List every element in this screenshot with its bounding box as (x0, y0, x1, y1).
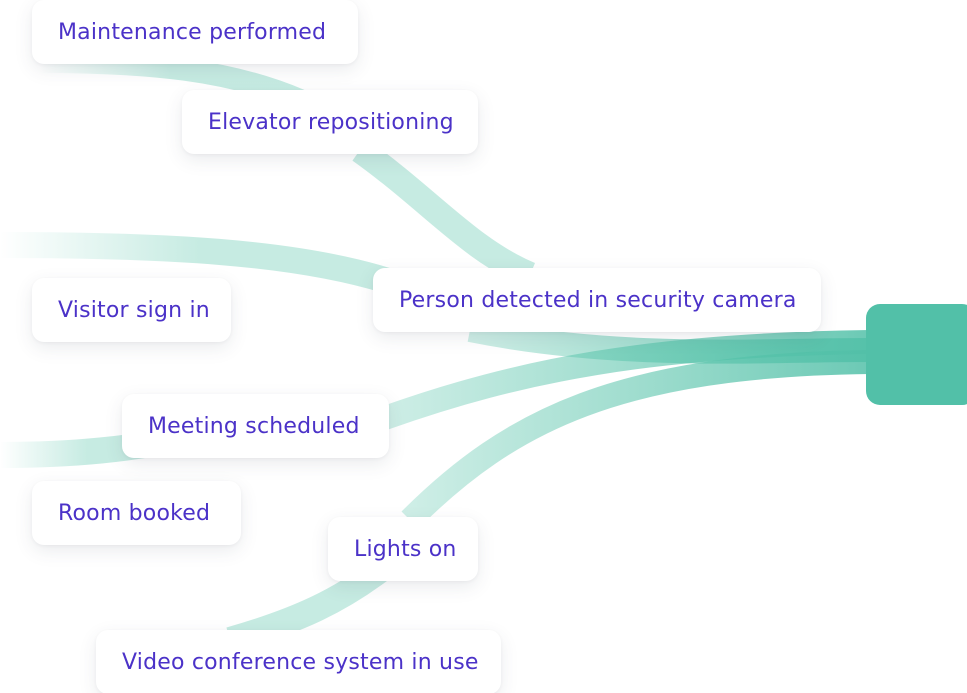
node-video-conference: Video conference system in use (96, 630, 501, 693)
node-meeting-scheduled: Meeting scheduled (122, 394, 389, 458)
node-label: Video conference system in use (122, 649, 479, 675)
node-visitor-sign-in: Visitor sign in (32, 278, 231, 342)
flow-left-person (0, 232, 405, 298)
node-label: Lights on (354, 536, 457, 562)
node-lights-on: Lights on (328, 517, 478, 581)
node-label: Visitor sign in (58, 297, 210, 323)
flow-lights-hub (401, 350, 871, 529)
node-label: Maintenance performed (58, 19, 327, 45)
node-maintenance-performed: Maintenance performed (32, 0, 358, 64)
node-room-booked: Room booked (32, 481, 241, 545)
node-label: Meeting scheduled (148, 413, 360, 439)
node-label: Person detected in security camera (399, 287, 797, 313)
node-label: Elevator repositioning (208, 109, 454, 135)
node-elevator-repositioning: Elevator repositioning (182, 90, 478, 154)
flow-meeting-hub (380, 330, 871, 430)
node-person-detected: Person detected in security camera (373, 268, 821, 332)
flow-elevator-person (352, 139, 536, 287)
node-label: Room booked (58, 500, 211, 526)
destination-hub (866, 304, 967, 405)
